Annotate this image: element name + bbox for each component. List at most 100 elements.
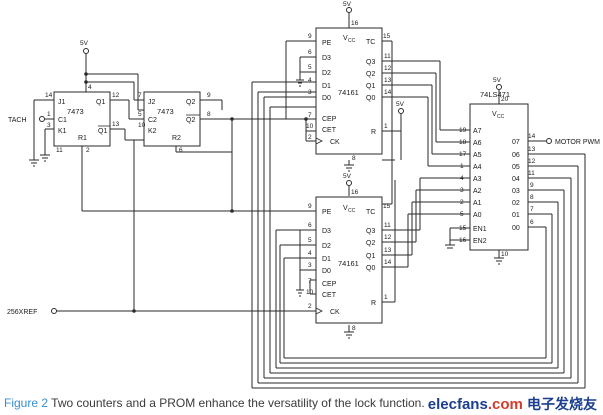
svg-text:00: 00 (512, 225, 520, 232)
svg-text:D1: D1 (322, 256, 331, 263)
svg-text:Q1: Q1 (96, 99, 105, 106)
svg-text:A6: A6 (473, 140, 482, 147)
svg-text:C1: C1 (58, 117, 67, 124)
counter-2: PE D3 D2 D1 D0 CEP CET CK V CC TC Q3 Q2 … (306, 189, 392, 332)
ff1-part: 7473 (67, 107, 84, 116)
svg-text:14: 14 (45, 92, 53, 99)
svg-text:14: 14 (384, 259, 392, 266)
svg-text:15: 15 (383, 33, 391, 40)
svg-text:18: 18 (459, 139, 467, 146)
svg-text:14: 14 (528, 133, 536, 140)
svg-text:4: 4 (88, 84, 92, 91)
ref-label: 256XREF (7, 309, 37, 316)
svg-text:6: 6 (308, 222, 312, 229)
svg-text:2: 2 (308, 134, 312, 141)
svg-text:11: 11 (56, 147, 63, 154)
svg-text:7: 7 (308, 112, 312, 119)
svg-text:A7: A7 (473, 128, 482, 135)
svg-text:Q2: Q2 (186, 99, 195, 106)
svg-text:15: 15 (383, 203, 391, 210)
svg-text:V: V (492, 111, 497, 118)
svg-text:Q2: Q2 (366, 71, 375, 78)
svg-text:8: 8 (207, 111, 211, 118)
svg-text:2: 2 (308, 303, 312, 310)
svg-text:R1: R1 (78, 135, 87, 142)
svg-text:11: 11 (384, 222, 391, 229)
svg-text:3: 3 (308, 262, 312, 269)
svg-text:14: 14 (384, 89, 392, 96)
svg-text:D2: D2 (322, 243, 331, 250)
svg-text:Q3: Q3 (366, 59, 375, 66)
svg-text:9: 9 (308, 203, 312, 210)
svg-text:5V: 5V (343, 173, 352, 180)
svg-text:3: 3 (308, 89, 312, 96)
svg-text:J2: J2 (148, 99, 156, 106)
svg-text:D3: D3 (322, 55, 331, 62)
svg-text:9: 9 (207, 92, 211, 99)
svg-text:Q3: Q3 (366, 228, 375, 235)
svg-text:Q1: Q1 (98, 128, 107, 135)
svg-text:7: 7 (138, 92, 142, 99)
wiring (29, 13, 586, 389)
svg-text:10: 10 (501, 251, 509, 258)
svg-text:6: 6 (530, 219, 534, 226)
svg-text:A0: A0 (473, 212, 482, 219)
svg-text:A1: A1 (473, 200, 482, 207)
svg-text:5V: 5V (493, 77, 502, 84)
svg-text:06: 06 (512, 152, 520, 159)
svg-text:5: 5 (460, 211, 464, 218)
logo-domain: .com (487, 396, 523, 413)
svg-text:7: 7 (308, 278, 312, 285)
svg-text:04: 04 (512, 176, 520, 183)
svg-text:Q1: Q1 (366, 253, 375, 260)
svg-text:6: 6 (179, 147, 183, 154)
svg-text:11: 11 (384, 53, 391, 60)
svg-text:CK: CK (330, 139, 340, 146)
svg-text:10: 10 (138, 122, 146, 129)
svg-text:11: 11 (528, 170, 535, 177)
svg-text:CC: CC (497, 114, 505, 120)
svg-text:A5: A5 (473, 152, 482, 159)
svg-text:2: 2 (460, 199, 464, 206)
svg-text:EN2: EN2 (473, 238, 487, 245)
svg-text:Q2: Q2 (366, 240, 375, 247)
svg-text:D0: D0 (322, 268, 331, 275)
flip-flop-2: J2 C2 K2 Q2 Q2 R2 7473 7 5 10 9 8 6 (138, 91, 211, 154)
logo-cn: 电子发烧友 (527, 396, 597, 412)
svg-text:CEP: CEP (322, 116, 337, 123)
svg-text:10: 10 (306, 289, 314, 296)
svg-text:4: 4 (460, 175, 464, 182)
svg-text:CEP: CEP (322, 281, 337, 288)
svg-text:D0: D0 (322, 95, 331, 102)
svg-text:16: 16 (459, 237, 467, 244)
svg-text:CK: CK (330, 309, 340, 316)
ff2-part: 7473 (157, 107, 174, 116)
svg-text:EN1: EN1 (473, 226, 487, 233)
elecfans-logo: elecfans.com 电子发烧友 (428, 394, 597, 414)
svg-text:TC: TC (366, 209, 375, 216)
svg-text:20: 20 (501, 96, 509, 103)
flip-flop-1: J1 C1 K1 Q1 Q1 R1 7473 14 1 3 4 12 13 11… (45, 84, 120, 154)
counter1-part: 74161 (338, 88, 359, 97)
svg-text:CC: CC (348, 38, 356, 44)
svg-text:CET: CET (322, 292, 337, 299)
svg-text:01: 01 (512, 212, 520, 219)
svg-text:A3: A3 (473, 176, 482, 183)
svg-text:Q0: Q0 (366, 95, 375, 102)
svg-text:A4: A4 (473, 164, 482, 171)
svg-text:CC: CC (348, 208, 356, 214)
supply-5v-prom: 5V (493, 77, 502, 90)
motor-pwm-label: MOTOR PWM (555, 139, 600, 146)
svg-text:13: 13 (112, 121, 120, 128)
svg-text:9: 9 (530, 182, 534, 189)
counter-1: PE D3 D2 D1 D0 CEP CET CK V CC TC Q3 Q2 … (306, 20, 392, 162)
svg-text:5V: 5V (343, 1, 352, 8)
logo-brand: elecfans (427, 396, 488, 413)
svg-text:R: R (371, 300, 376, 307)
svg-text:R: R (371, 129, 376, 136)
svg-text:C2: C2 (148, 117, 157, 124)
figure-number: Figure 2 (4, 396, 49, 410)
svg-text:13: 13 (384, 247, 392, 254)
counter2-part: 74161 (338, 259, 359, 268)
